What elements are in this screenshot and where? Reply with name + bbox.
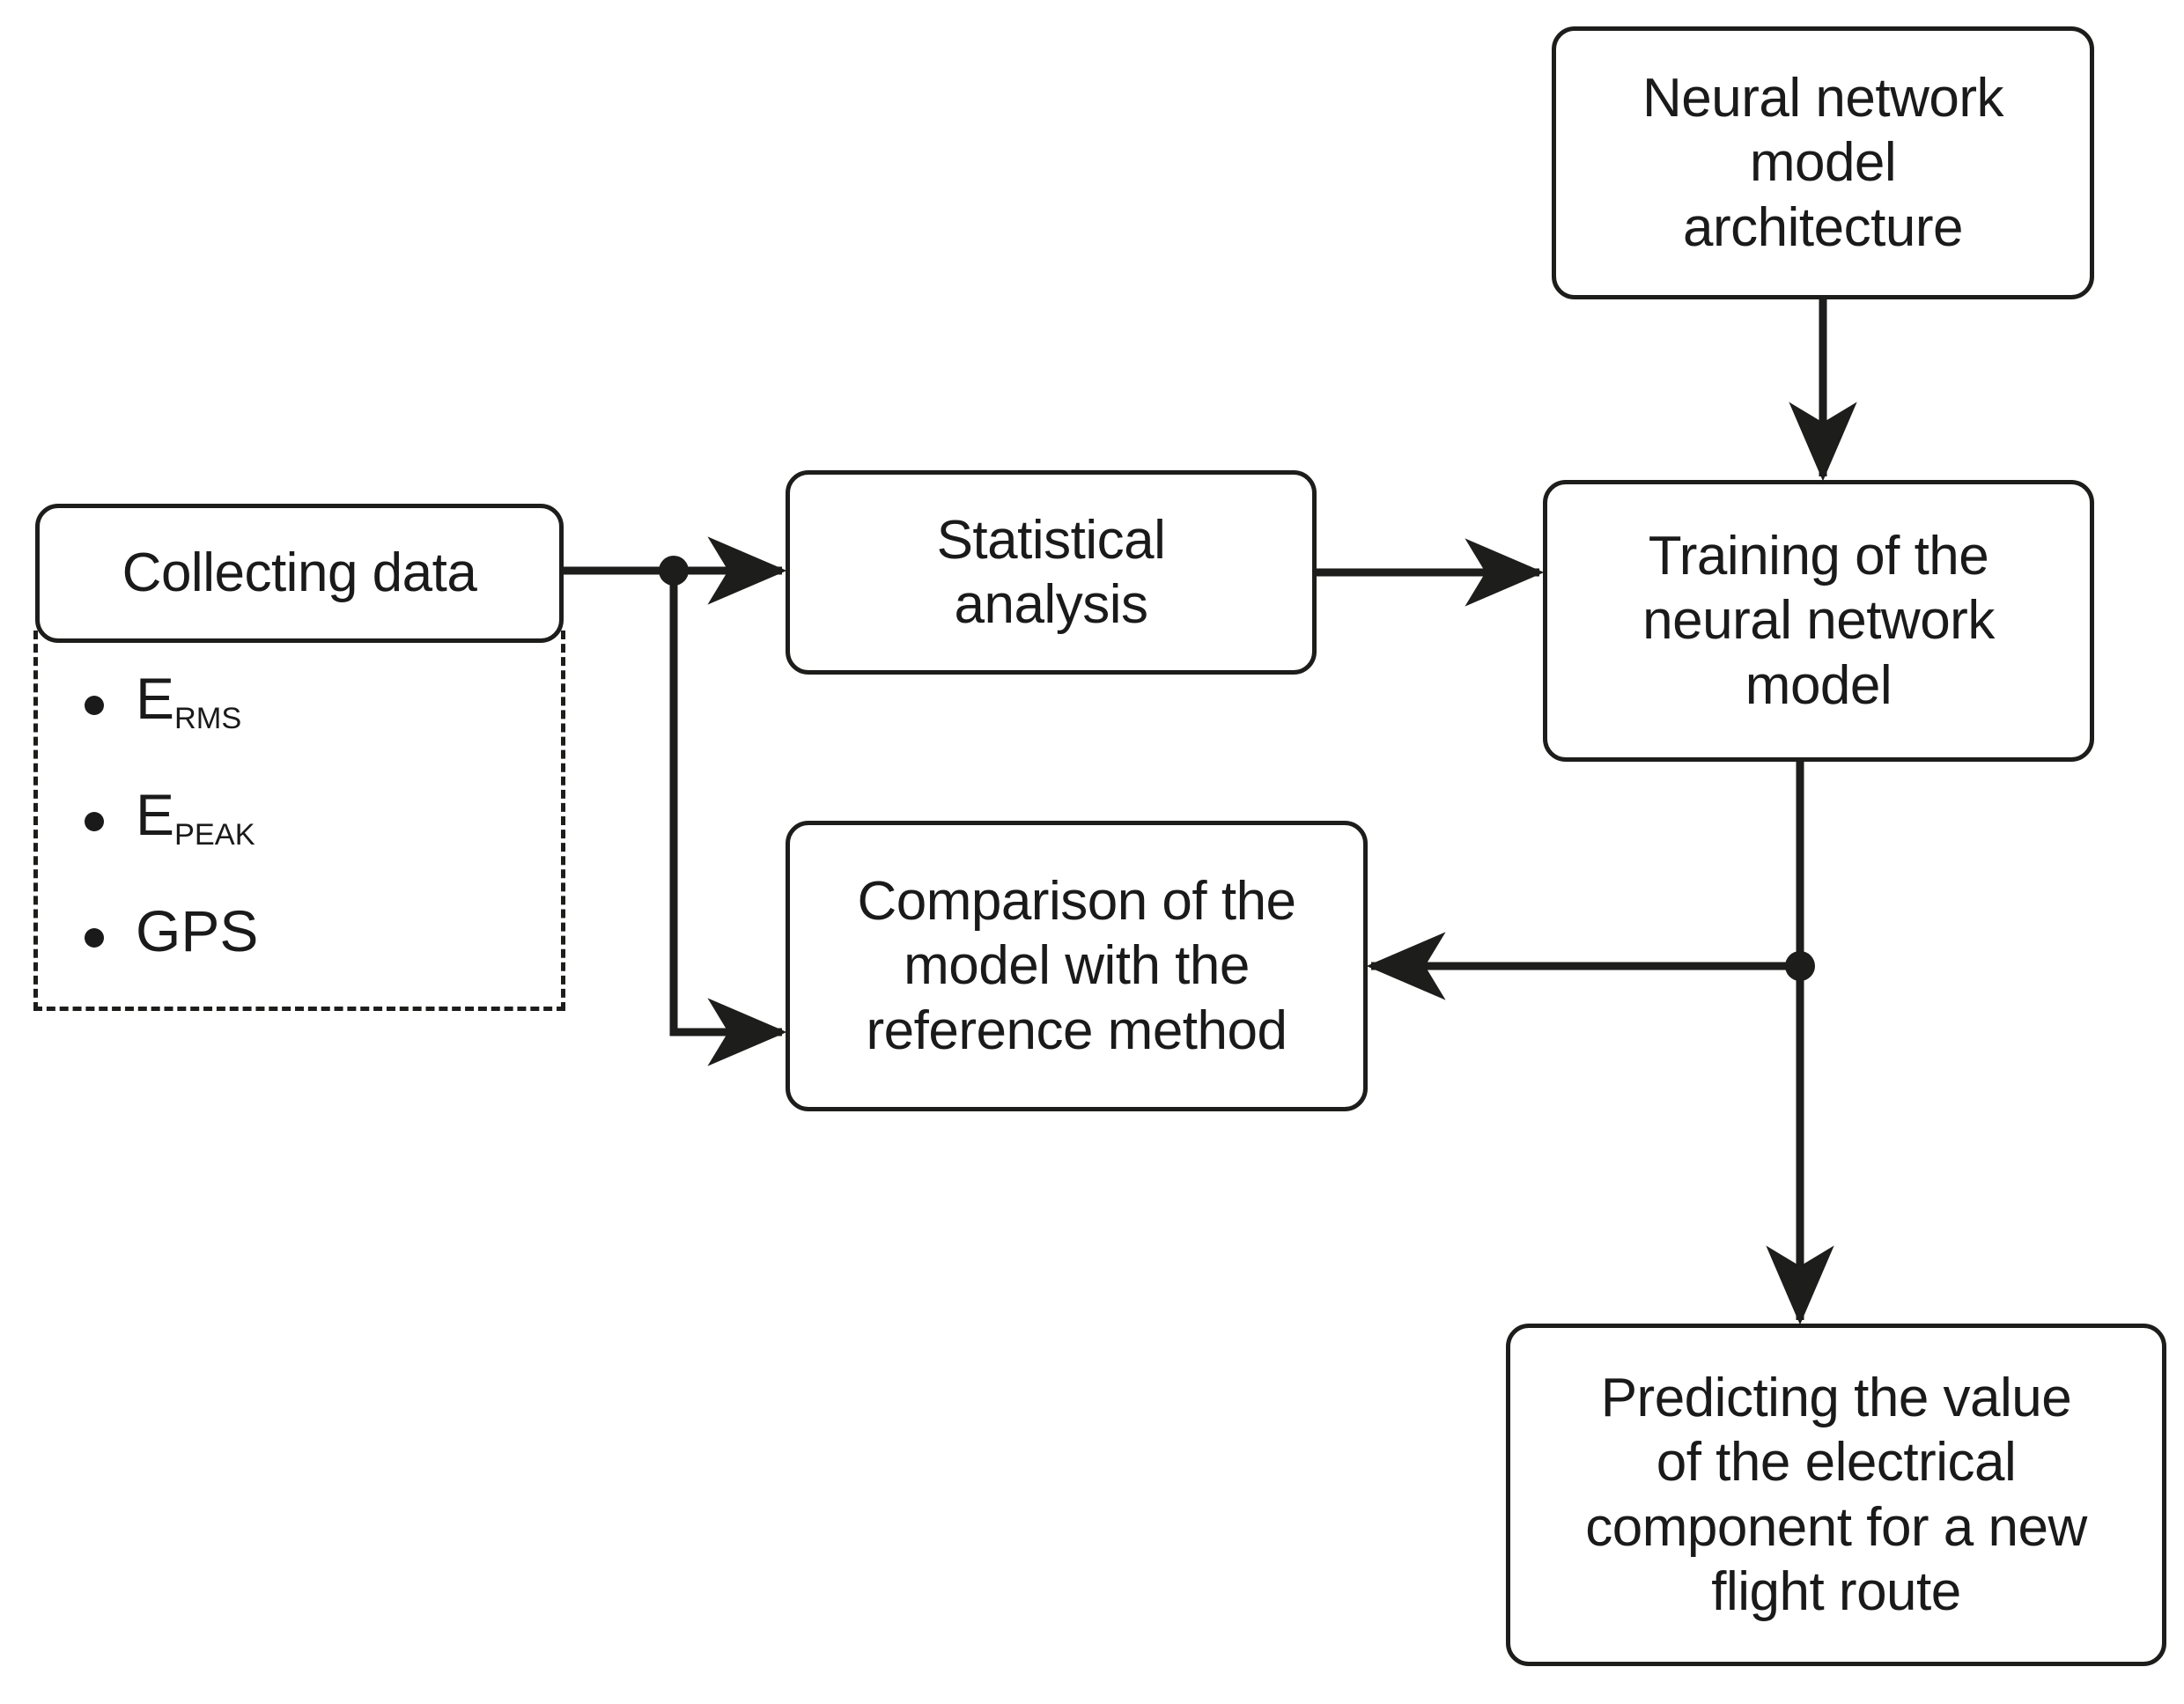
node-neural-network-architecture[interactable]: Neural network model architecture [1552,26,2094,299]
node-predicting-value-label: Predicting the value of the electrical c… [1585,1368,2087,1622]
node-collecting-data-label: Collecting data [122,542,477,604]
list-item-label-erms: ERMS [136,666,242,736]
junction-dot-left [659,556,689,586]
node-training-model-label: Training of the neural network model [1642,526,1995,716]
list-item-label-epeak: EPEAK [136,782,255,852]
node-comparison-reference-label: Comparison of the model with the referen… [857,871,1296,1061]
connector-collecting-to-comparison [669,571,787,1066]
bullet-dot-icon [85,928,104,948]
node-predicting-value[interactable]: Predicting the value of the electrical c… [1506,1324,2166,1666]
junction-dot-right [1785,951,1815,981]
collected-data-group [33,631,565,1011]
node-comparison-reference[interactable]: Comparison of the model with the referen… [786,821,1368,1111]
node-collecting-data[interactable]: Collecting data [35,504,564,643]
collected-data-list: ERMS EPEAK GPS [85,669,542,960]
node-neural-network-architecture-label: Neural network model architecture [1642,68,2003,258]
node-statistical-analysis[interactable]: Statistical analysis [786,470,1317,675]
list-item-label-gps: GPS [136,898,259,963]
list-item: GPS [85,902,542,960]
bullet-dot-icon [85,696,104,715]
node-statistical-analysis-label: Statistical analysis [936,509,1166,635]
list-item: ERMS [85,666,542,736]
list-item: EPEAK [85,782,542,852]
node-training-model[interactable]: Training of the neural network model [1543,480,2094,762]
bullet-dot-icon [85,812,104,831]
